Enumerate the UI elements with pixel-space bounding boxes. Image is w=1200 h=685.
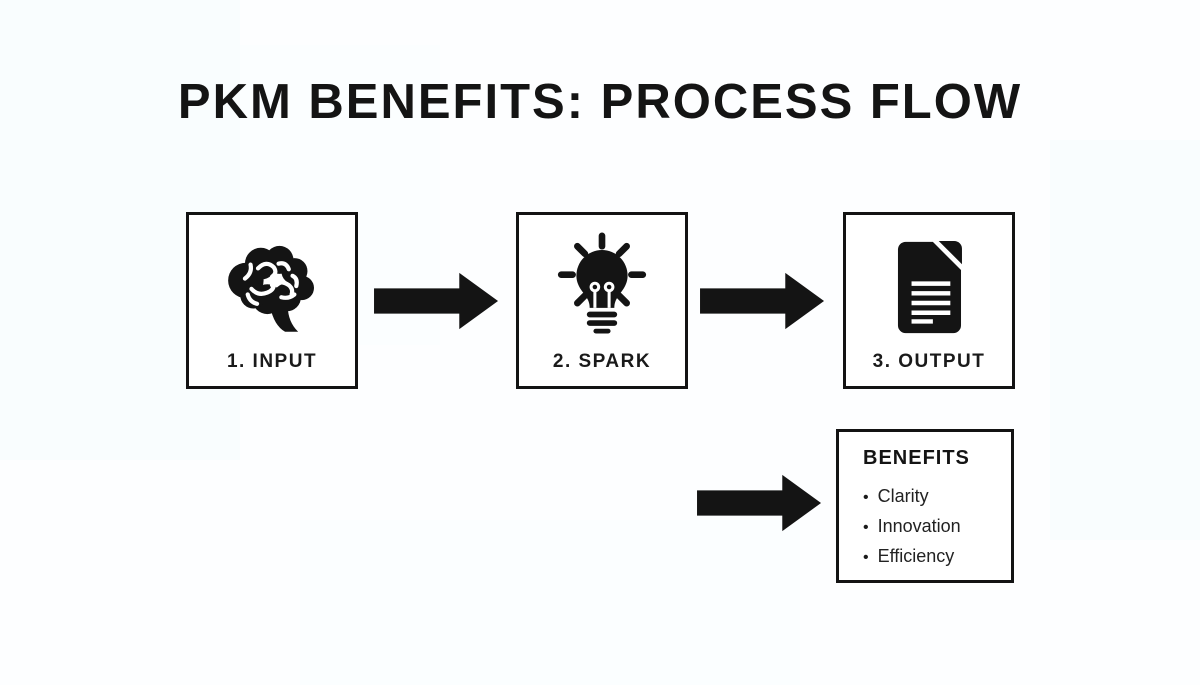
benefits-box: BENEFITS • Clarity • Innovation • Effici…: [836, 429, 1014, 583]
step-label-spark: 2. SPARK: [552, 351, 652, 372]
benefit-label: Innovation: [877, 516, 961, 536]
step-box-spark: 2. SPARK: [516, 212, 688, 389]
lightbulb-icon: [519, 215, 685, 351]
step-label-input: 1. INPUT: [226, 351, 318, 372]
flow-arrow-icon: [697, 474, 822, 532]
brain-icon: [189, 215, 355, 351]
benefit-item-innovation: • Innovation: [863, 512, 1001, 542]
step-label-output: 3. OUTPUT: [872, 351, 986, 372]
flow-arrow-icon: [700, 272, 825, 330]
benefit-label: Efficiency: [877, 546, 955, 566]
background-patch: [1050, 140, 1200, 540]
bullet-icon: •: [863, 489, 869, 506]
benefits-heading: BENEFITS: [863, 447, 970, 469]
bullet-icon: •: [863, 549, 869, 566]
step-box-output: 3. OUTPUT: [843, 212, 1015, 389]
benefit-item-efficiency: • Efficiency: [863, 542, 1001, 572]
step-box-input: 1. INPUT: [186, 212, 358, 389]
benefit-item-clarity: • Clarity: [863, 482, 1001, 512]
diagram-title: PKM BENEFITS: PROCESS FLOW: [177, 75, 1023, 129]
flow-arrow-icon: [374, 272, 499, 330]
benefit-label: Clarity: [877, 486, 929, 506]
document-icon: [846, 215, 1012, 351]
bullet-icon: •: [863, 519, 869, 536]
background-patch: [300, 520, 800, 685]
